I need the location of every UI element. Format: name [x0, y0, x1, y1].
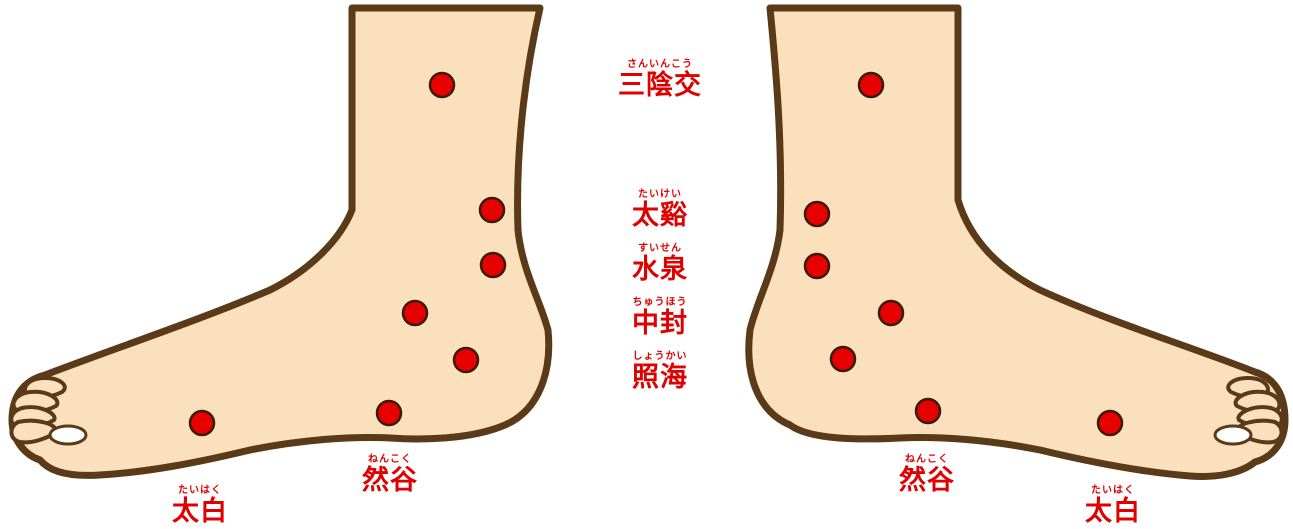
right-foot — [749, 8, 1285, 476]
point-taikei-right — [805, 202, 829, 226]
point-taihaku-left — [190, 411, 214, 435]
kanji-shoukai: 照海 — [605, 364, 715, 391]
label-taihaku-right: たいはく 太白 — [1058, 486, 1168, 525]
kanji-taikei: 太谿 — [605, 202, 715, 229]
label-nenkoku-right: ねんこく 然谷 — [872, 455, 982, 494]
kanji-taihaku-left: 太白 — [145, 498, 255, 525]
ruby-suisen: すいせん — [605, 244, 715, 254]
ruby-taikei: たいけい — [605, 190, 715, 200]
point-chuuhou-left — [403, 301, 427, 325]
point-suisen-left — [481, 253, 505, 277]
point-taikei-left — [480, 198, 504, 222]
kanji-nenkoku-left: 然谷 — [335, 467, 445, 494]
right-big-toe-nail-icon — [1215, 426, 1251, 444]
kanji-suisen: 水泉 — [605, 256, 715, 283]
point-shoukai-right — [831, 347, 855, 371]
ruby-nenkoku-left: ねんこく — [335, 455, 445, 465]
point-suisen-right — [805, 254, 829, 278]
label-shoukai: しょうかい 照海 — [605, 352, 715, 391]
ruby-sanninkou: さんいんこう — [605, 60, 715, 70]
point-sanninkou-left — [430, 73, 454, 97]
ruby-shoukai: しょうかい — [605, 352, 715, 362]
ruby-taihaku-right: たいはく — [1058, 486, 1168, 496]
kanji-chuuhou: 中封 — [605, 310, 715, 337]
point-nenkoku-left — [377, 401, 401, 425]
left-foot — [11, 8, 549, 475]
kanji-nenkoku-right: 然谷 — [872, 467, 982, 494]
label-chuuhou: ちゅうほう 中封 — [605, 298, 715, 337]
label-sanninkou: さんいんこう 三陰交 — [605, 60, 715, 99]
label-taihaku-left: たいはく 太白 — [145, 486, 255, 525]
point-shoukai-left — [454, 348, 478, 372]
left-big-toe-nail-icon — [50, 426, 86, 444]
point-sanninkou-right — [859, 73, 883, 97]
point-taihaku-right — [1098, 411, 1122, 435]
point-chuuhou-right — [879, 301, 903, 325]
label-taikei: たいけい 太谿 — [605, 190, 715, 229]
ruby-taihaku-left: たいはく — [145, 486, 255, 496]
ruby-nenkoku-right: ねんこく — [872, 455, 982, 465]
label-suisen: すいせん 水泉 — [605, 244, 715, 283]
label-nenkoku-left: ねんこく 然谷 — [335, 455, 445, 494]
kanji-taihaku-right: 太白 — [1058, 498, 1168, 525]
point-nenkoku-right — [916, 399, 940, 423]
ruby-chuuhou: ちゅうほう — [605, 298, 715, 308]
kanji-sanninkou: 三陰交 — [605, 72, 715, 99]
